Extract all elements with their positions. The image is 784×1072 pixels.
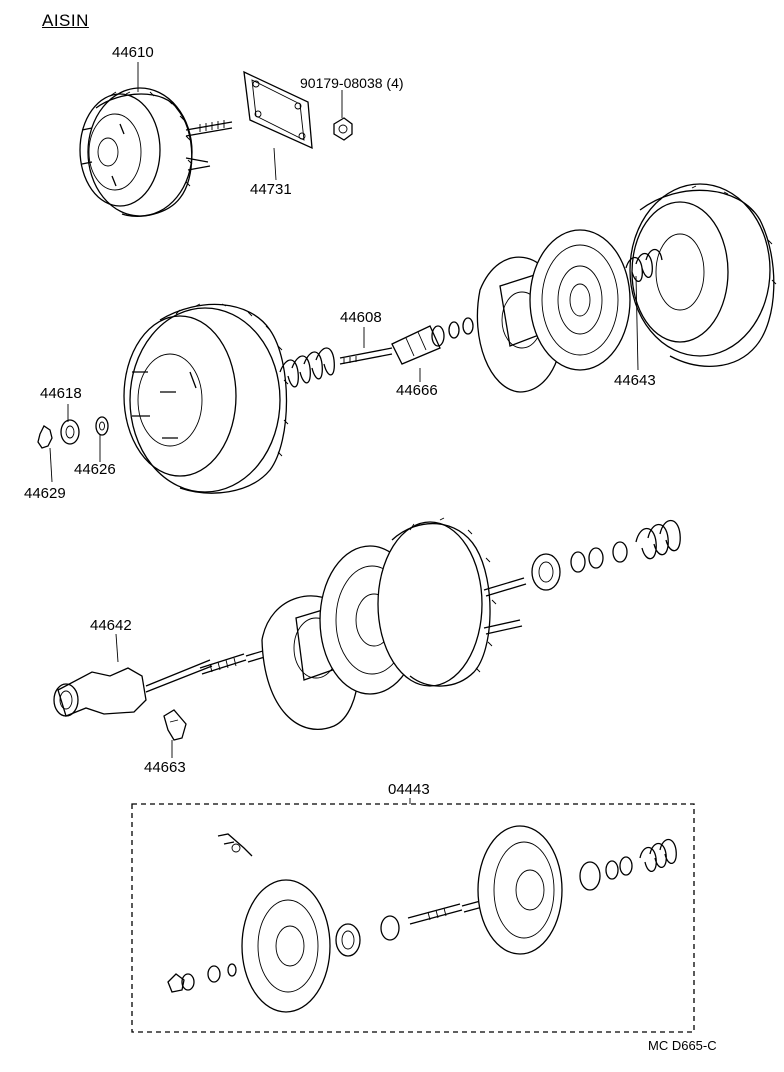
diagram-code: MC D665-C bbox=[648, 1038, 717, 1053]
part-label-gasket: 44731 bbox=[250, 181, 292, 198]
washer-drawing bbox=[95, 416, 109, 436]
front-shell-lower-drawing bbox=[377, 517, 527, 687]
part-label-nut: 90179-08038 (4) bbox=[300, 75, 404, 91]
part-label-housing-valve: 44642 bbox=[90, 617, 132, 634]
part-label-booster-assembly: 44610 bbox=[112, 44, 154, 61]
part-label-key: 44663 bbox=[144, 759, 186, 776]
retainer-drawing bbox=[37, 425, 53, 449]
part-label-valve-body: 44666 bbox=[396, 382, 438, 399]
part-label-diaphragm-spring: 44643 bbox=[614, 372, 656, 389]
kit-seal-stack-drawing bbox=[579, 838, 677, 891]
valve-body-drawing bbox=[391, 317, 474, 365]
booster-spring-drawing bbox=[279, 347, 335, 388]
part-label-seal: 44618 bbox=[40, 385, 82, 402]
rear-shell-drawing bbox=[625, 183, 777, 367]
repair-kit-boundary bbox=[131, 803, 695, 1033]
kit-diaphragm-plate-drawing bbox=[477, 825, 563, 955]
brake-booster-assembly-drawing bbox=[79, 87, 233, 217]
diaphragm-drawing bbox=[529, 229, 631, 371]
part-label-retainer: 44629 bbox=[24, 485, 66, 502]
housing-valve-drawing bbox=[53, 659, 213, 717]
part-label-washer: 44626 bbox=[74, 461, 116, 478]
front-shell-drawing bbox=[123, 303, 289, 494]
brand-label: AISIN bbox=[42, 11, 89, 30]
kit-diaphragm-drawing bbox=[241, 879, 331, 1013]
part-label-repair-kit: 04443 bbox=[388, 781, 430, 798]
seal-stack-drawing bbox=[531, 519, 681, 591]
kit-bolt-drawing bbox=[217, 833, 253, 857]
gasket-drawing bbox=[243, 70, 313, 150]
push-rod-drawing bbox=[339, 347, 393, 365]
kit-small-parts-drawing bbox=[167, 915, 400, 993]
key-drawing bbox=[163, 709, 187, 741]
seal-drawing bbox=[60, 419, 80, 445]
leader-lines bbox=[49, 62, 639, 804]
nut-drawing bbox=[333, 117, 353, 141]
part-label-push-rod: 44608 bbox=[340, 309, 382, 326]
